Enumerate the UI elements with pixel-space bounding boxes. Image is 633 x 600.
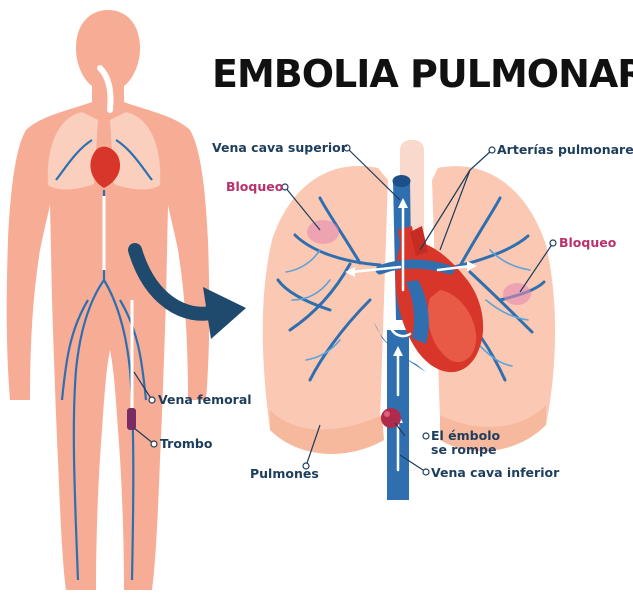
embolus — [381, 408, 401, 428]
label-bloqueo-left: Bloqueo — [226, 179, 284, 194]
page-title: EMBOLIA PULMONAR — [212, 52, 633, 96]
label-pulmones: Pulmones — [250, 466, 319, 481]
label-vena-femoral: Vena femoral — [158, 392, 252, 407]
pulmonary-fine-branches — [285, 249, 531, 367]
flow-arrows — [350, 204, 472, 472]
label-embolo-line1: El émbolo — [431, 428, 501, 443]
zoom-arrow-head — [203, 287, 246, 339]
blockage-left-glow — [307, 220, 339, 244]
label-trombo: Trombo — [160, 436, 213, 451]
zoom-arrow — [128, 243, 222, 321]
small-heart — [90, 146, 121, 188]
embolus-highlight — [384, 411, 390, 417]
label-embolo-line2: se rompe — [431, 442, 497, 457]
label-vena-cava-inferior: Vena cava inferior — [431, 465, 560, 480]
vena-cava-superior-opening — [392, 175, 411, 187]
airway — [97, 65, 114, 113]
blockage-right-glow — [503, 283, 531, 305]
small-lungs — [47, 112, 161, 190]
label-bloqueo-right: Bloqueo — [559, 235, 617, 250]
large-lungs — [262, 165, 556, 454]
heart — [374, 226, 484, 373]
label-arterias-pulmonares: Arterías pulmonares — [497, 142, 633, 157]
leader-lines — [133, 147, 554, 473]
trombo-mark — [127, 408, 136, 430]
label-vena-cava-superior: Vena cava superior — [212, 140, 347, 155]
leader-dots — [148, 144, 557, 476]
